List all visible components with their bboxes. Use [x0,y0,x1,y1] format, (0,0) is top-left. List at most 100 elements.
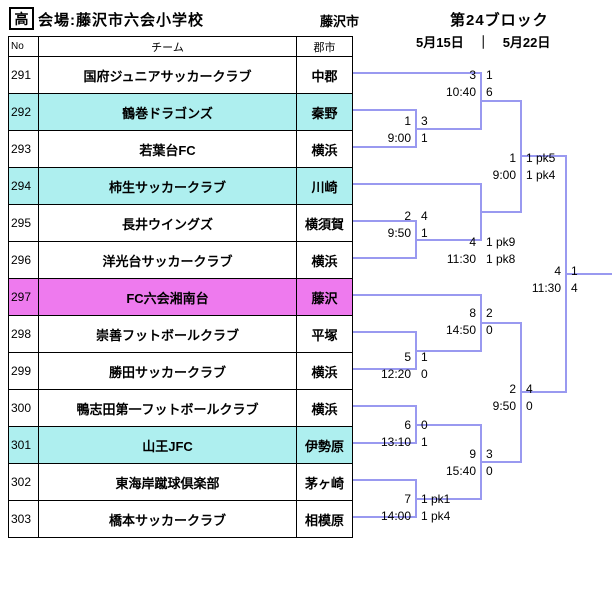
team-name: 洋光台サッカークラブ [39,242,297,278]
match-number: 4 [469,235,476,249]
team-row-292: 292 鶴巻ドラゴンズ 秦野 [9,93,352,130]
bracket-winner-line-semifinal2 [520,391,565,393]
match-top-score: 4 [526,382,533,396]
team-row-294: 294 柿生サッカークラブ 川崎 [9,167,352,204]
team-no: 293 [9,131,39,167]
team-name: 山王JFC [39,427,297,463]
match-time: 13:10 [380,435,411,449]
team-no: 297 [9,279,39,315]
bracket-line-296 [353,257,415,259]
team-city: 平塚 [311,327,338,343]
match-number: 8 [469,306,476,320]
team-name: 若葉台FC [39,131,297,167]
team-no: 303 [9,501,39,537]
bracket-winner-line-match4 [480,211,520,213]
col-header-team: チーム [39,37,297,56]
team-name: 柿生サッカークラブ [39,168,297,204]
team-city: 横須賀 [304,216,344,232]
match-top-score: 1 pk9 [486,235,516,249]
team-name: FC六会湘南台 [39,279,297,315]
match-dates: 5月15日 ｜ 5月22日 [416,35,551,50]
team-name: 鴨志田第一フットボールクラブ [39,390,297,426]
bracket-line-301 [353,442,415,444]
col-header-no: No [9,37,39,56]
team-row-303: 303 橋本サッカークラブ 相模原 [9,500,352,537]
match-top-score: 1 [421,350,428,364]
teams-table: No チーム 郡市 291 国府ジュニアサッカークラブ 中郡 292 鶴巻ドラゴ… [8,36,353,538]
team-row-297: 297 FC六会湘南台 藤沢 [9,278,352,315]
table-header-row: No チーム 郡市 [9,37,352,56]
venue-title: 会場:藤沢市六会小学校 [38,12,204,29]
team-row-300: 300 鴨志田第一フットボールクラブ 横浜 [9,389,352,426]
bracket-winner-line-semifinal1 [520,155,565,157]
match-top-score: 1 [486,68,493,82]
team-city: 横浜 [311,253,338,269]
match-time: 11:30 [531,281,561,295]
match-number: 9 [469,447,476,461]
bracket-line-294 [353,183,480,185]
team-no: 301 [9,427,39,463]
match-top-score: 1 pk1 [421,492,451,506]
team-no: 298 [9,316,39,352]
match-top-score: 3 [486,447,493,461]
match-bottom-score: 0 [421,367,428,381]
team-name: 長井ウイングズ [39,205,297,241]
team-row-291: 291 国府ジュニアサッカークラブ 中郡 [9,56,352,93]
bracket-line-297 [353,294,480,296]
bracket-line-299 [353,368,415,370]
team-name: 東海岸蹴球倶楽部 [39,464,297,500]
team-name: 崇善フットボールクラブ [39,316,297,352]
match-bottom-score: 1 pk4 [526,168,556,182]
match-time: 9:00 [387,131,411,145]
team-city: 横浜 [311,401,338,417]
team-row-299: 299 勝田サッカークラブ 横浜 [9,352,352,389]
bracket-winner-line-match5 [415,350,480,352]
match-time: 14:00 [380,509,411,523]
team-no: 292 [9,94,39,130]
match-bottom-score: 0 [526,399,533,413]
match-time: 10:40 [445,85,476,99]
team-row-298: 298 崇善フットボールクラブ 平塚 [9,315,352,352]
venue-city-label: 藤沢市 [320,14,360,29]
match-top-score: 0 [421,418,428,432]
team-city: 秦野 [311,105,338,121]
bracket-winner-line-match9 [480,461,520,463]
team-city: 藤沢 [311,290,338,306]
bracket-line-292 [353,109,415,111]
match-time: 9:00 [492,168,516,182]
bracket-line-303 [353,516,415,518]
team-city: 茅ヶ崎 [304,475,344,491]
match-number: 4 [554,264,561,278]
match-bottom-score: 0 [486,323,493,337]
bracket-line-302 [353,479,415,481]
bracket-line-291 [353,72,480,74]
bracket-winner-line-match2 [415,239,480,241]
match-time: 14:50 [445,323,476,337]
bracket-winner-line-final [565,273,612,275]
block-title: 第24ブロック [450,12,549,29]
team-city: 川崎 [311,179,338,195]
bracket-winner-line-match8 [480,322,520,324]
match-time: 9:50 [492,399,516,413]
team-no: 300 [9,390,39,426]
team-city: 相模原 [304,512,344,528]
bracket-winner-line-match3 [480,100,520,102]
team-row-293: 293 若葉台FC 横浜 [9,130,352,167]
match-number: 2 [404,209,411,223]
match-bottom-score: 1 pk4 [421,509,451,523]
team-city: 横浜 [311,364,338,380]
match-top-score: 1 pk5 [526,151,556,165]
match-time: 9:50 [387,226,411,240]
match-time: 11:30 [446,252,476,266]
team-no: 302 [9,464,39,500]
col-header-city: 郡市 [313,41,336,54]
